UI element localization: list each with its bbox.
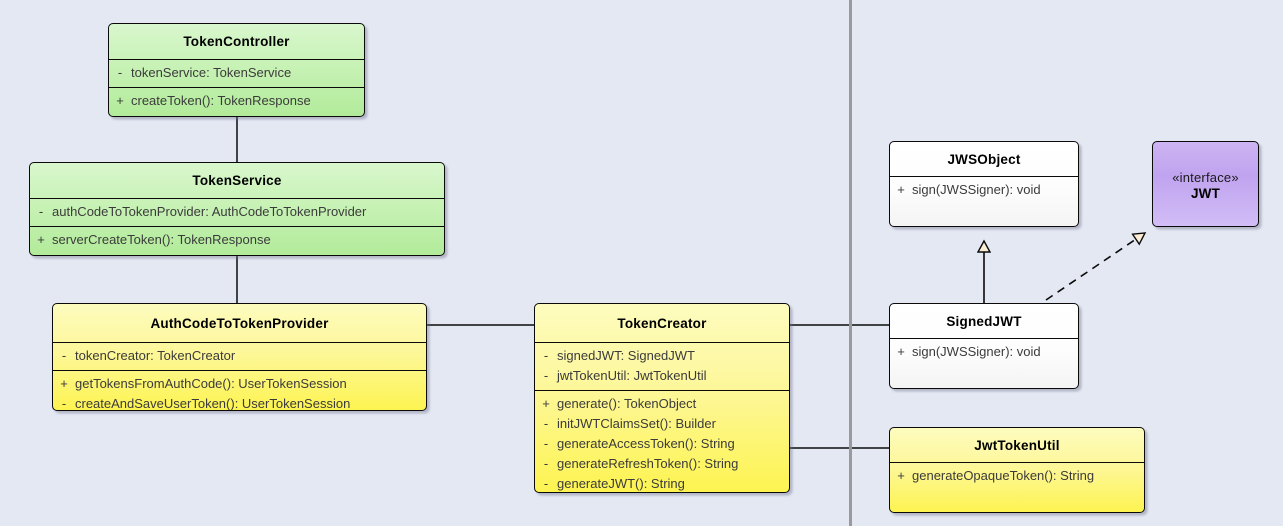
uml-class-jws-object[interactable]: JWSObject + sign(JWSSigner): void	[889, 141, 1079, 227]
class-title-token-service: TokenService	[30, 163, 444, 198]
member-signature: tokenCreator: TokenCreator	[75, 348, 236, 363]
class-section-token-creator-0: -signedJWT: SignedJWT-jwtTokenUtil: JwtT…	[535, 342, 789, 390]
class-name-token-controller: TokenController	[183, 34, 290, 49]
visibility-marker: +	[897, 468, 905, 483]
class-member-row: -generateAccessToken(): String	[535, 434, 789, 454]
class-member-row: -authCodeToTokenProvider: AuthCodeToToke…	[30, 202, 444, 222]
class-stereotype-jwt-interface: «interface»	[1172, 170, 1239, 185]
class-member-row: -signedJWT: SignedJWT	[535, 346, 789, 366]
class-title-jws-object: JWSObject	[890, 142, 1078, 176]
visibility-marker: +	[897, 344, 905, 359]
visibility-marker: -	[543, 368, 549, 383]
class-section-auth-code-to-token-provider-0: -tokenCreator: TokenCreator	[53, 342, 426, 370]
member-signature: generateJWT(): String	[557, 476, 685, 491]
visibility-marker: -	[61, 348, 67, 363]
uml-class-token-creator[interactable]: TokenCreator-signedJWT: SignedJWT-jwtTok…	[534, 303, 790, 493]
visibility-marker: -	[543, 436, 549, 451]
class-member-row: -generateRefreshToken(): String	[535, 454, 789, 474]
class-name-token-service: TokenService	[192, 173, 282, 188]
visibility-marker: -	[543, 348, 549, 363]
class-member-row: -jwtTokenUtil: JwtTokenUtil	[535, 366, 789, 386]
member-signature: createToken(): TokenResponse	[131, 93, 311, 108]
visibility-marker: -	[61, 396, 67, 411]
member-signature: authCodeToTokenProvider: AuthCodeToToken…	[52, 204, 367, 219]
member-signature: getTokensFromAuthCode(): UserTokenSessio…	[75, 376, 347, 391]
class-title-signed-jwt: SignedJWT	[890, 304, 1078, 338]
uml-class-jwt-token-util[interactable]: JwtTokenUtil + generateOpaqueToken(): Stri…	[889, 427, 1145, 513]
member-signature: signedJWT: SignedJWT	[557, 348, 695, 363]
member-signature: sign(JWSSigner): void	[912, 182, 1041, 197]
class-title-jwt-interface: «interface»JWT	[1153, 142, 1258, 226]
class-title-token-creator: TokenCreator	[535, 304, 789, 342]
class-section-token-service-1: + serverCreateToken(): TokenResponse	[30, 226, 444, 254]
member-signature: generateRefreshToken(): String	[557, 456, 739, 471]
member-signature: generate(): TokenObject	[557, 396, 697, 411]
class-name-jws-object: JWSObject	[947, 151, 1021, 167]
uml-class-auth-code-to-token-provider[interactable]: AuthCodeToTokenProvider-tokenCreator: To…	[52, 303, 427, 411]
visibility-marker: -	[543, 476, 549, 491]
member-signature: serverCreateToken(): TokenResponse	[52, 232, 271, 247]
class-member-row: + getTokensFromAuthCode(): UserTokenSessi…	[53, 374, 426, 394]
class-section-jws-object-0: + sign(JWSSigner): void	[890, 176, 1078, 204]
visibility-marker: -	[543, 456, 549, 471]
class-member-row: + sign(JWSSigner): void	[890, 180, 1078, 200]
class-title-token-controller: TokenController	[109, 24, 364, 59]
class-member-row: + generate(): TokenObject	[535, 394, 789, 414]
member-signature: sign(JWSSigner): void	[912, 344, 1041, 359]
uml-class-token-service[interactable]: TokenService -authCodeToTokenProvider: Au…	[29, 162, 445, 256]
member-signature: generateAccessToken(): String	[557, 436, 735, 451]
uml-class-jwt-interface[interactable]: «interface»JWT	[1152, 141, 1259, 227]
uml-class-signed-jwt[interactable]: SignedJWT + sign(JWSSigner): void	[889, 303, 1079, 389]
uml-class-token-controller[interactable]: TokenController -tokenService: TokenServi…	[108, 23, 365, 117]
visibility-marker: +	[37, 232, 45, 247]
class-section-auth-code-to-token-provider-1: + getTokensFromAuthCode(): UserTokenSessi…	[53, 370, 426, 411]
class-member-row: + sign(JWSSigner): void	[890, 342, 1078, 362]
class-member-row: -tokenCreator: TokenCreator	[53, 346, 426, 366]
class-section-token-controller-0: -tokenService: TokenService	[109, 59, 364, 87]
class-name-token-creator: TokenCreator	[617, 315, 707, 331]
member-signature: tokenService: TokenService	[131, 65, 292, 80]
member-signature: generateOpaqueToken(): String	[912, 468, 1095, 483]
class-name-jwt-token-util: JwtTokenUtil	[974, 437, 1060, 453]
class-member-row: -createAndSaveUserToken(): UserTokenSess…	[53, 394, 426, 411]
class-name-auth-code-to-token-provider: AuthCodeToTokenProvider	[150, 315, 329, 331]
visibility-marker: +	[60, 376, 68, 391]
member-signature: initJWTClaimsSet(): Builder	[557, 416, 716, 431]
vertical-separator	[849, 0, 852, 526]
class-title-auth-code-to-token-provider: AuthCodeToTokenProvider	[53, 304, 426, 342]
class-title-jwt-token-util: JwtTokenUtil	[890, 428, 1144, 462]
member-signature: jwtTokenUtil: JwtTokenUtil	[557, 368, 707, 383]
visibility-marker: -	[38, 204, 44, 219]
class-name-signed-jwt: SignedJWT	[946, 313, 1022, 329]
member-signature: createAndSaveUserToken(): UserTokenSessi…	[75, 396, 351, 411]
class-member-row: -tokenService: TokenService	[109, 63, 364, 83]
visibility-marker: +	[897, 182, 905, 197]
class-member-row: + serverCreateToken(): TokenResponse	[30, 230, 444, 250]
class-section-token-service-0: -authCodeToTokenProvider: AuthCodeToToke…	[30, 198, 444, 226]
class-section-token-controller-1: + createToken(): TokenResponse	[109, 87, 364, 115]
class-member-row: + createToken(): TokenResponse	[109, 91, 364, 111]
class-member-row: + generateOpaqueToken(): String	[890, 466, 1144, 486]
class-section-signed-jwt-0: + sign(JWSSigner): void	[890, 338, 1078, 366]
connector-signedjwt-jwt	[1045, 233, 1145, 301]
visibility-marker: -	[543, 416, 549, 431]
class-name-jwt-interface: JWT	[1190, 186, 1221, 201]
class-member-row: -initJWTClaimsSet(): Builder	[535, 414, 789, 434]
visibility-marker: -	[117, 65, 123, 80]
visibility-marker: +	[116, 93, 124, 108]
class-section-jwt-token-util-0: + generateOpaqueToken(): String	[890, 462, 1144, 490]
visibility-marker: +	[542, 396, 550, 411]
class-member-row: -generateJWT(): String	[535, 474, 789, 492]
class-section-token-creator-1: +generate(): TokenObject-initJWTClaimsSe…	[535, 390, 789, 492]
